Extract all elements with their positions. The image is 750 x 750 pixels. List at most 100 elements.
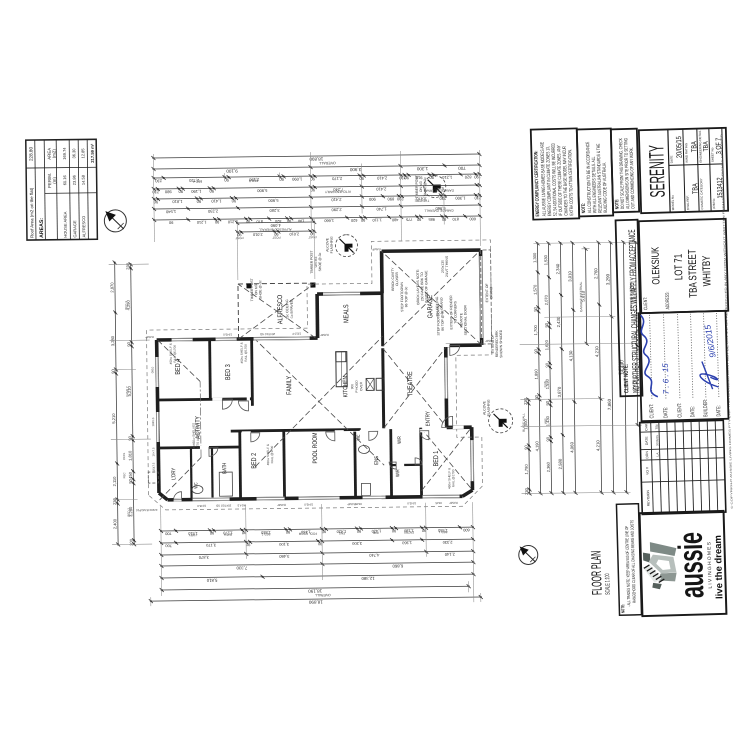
svg-text:36.30: 36.30: [71, 148, 76, 159]
svg-text:2,330: 2,330: [442, 540, 453, 545]
svg-text:90: 90: [545, 436, 550, 441]
svg-text:230: 230: [399, 175, 407, 180]
svg-text:4,740: 4,740: [368, 553, 379, 558]
svg-text:200: 200: [129, 538, 134, 546]
svg-text:POST: POST: [272, 235, 280, 239]
svg-text:5,810: 5,810: [433, 186, 444, 191]
svg-text:7,860: 7,860: [607, 398, 612, 410]
svg-text:1,740: 1,740: [376, 207, 387, 212]
svg-text:IF OUTSIDE OF THESE CLIMATE ZO: IF OUTSIDE OF THESE CLIMATE ZONES. ANY: [556, 145, 564, 216]
svg-text:NO FURTHER STRUCTURAL CHANGES: NO FURTHER STRUCTURAL CHANGES WILL APPLY…: [626, 229, 642, 393]
svg-text:HTS AS PER PTY: HTS AS PER PTY: [196, 423, 200, 448]
svg-text:EXTENT OF: EXTENT OF: [485, 283, 489, 302]
svg-text:0910: 0910: [150, 366, 154, 373]
svg-text:25c CEILING: 25c CEILING: [435, 296, 439, 316]
svg-text:CLOSER: CLOSER: [395, 272, 399, 287]
svg-text:GARAGE OVERALL: GARAGE OVERALL: [424, 208, 454, 212]
svg-text:217.59 m²: 217.59 m²: [90, 143, 95, 163]
svg-text:4,190: 4,190: [534, 441, 539, 452]
svg-text:90: 90: [404, 175, 409, 180]
svg-text:90: 90: [153, 199, 158, 204]
svg-text:ENERGY COMPLIANT IN CLIMATE ZO: ENERGY COMPLIANT IN CLIMATE ZONES 13,: [545, 146, 553, 216]
svg-text:90: 90: [127, 435, 132, 440]
svg-text:NOTE:: NOTE:: [621, 604, 626, 613]
svg-text:BED 4: BED 4: [193, 179, 202, 183]
svg-text:KITCHEN/FAMILY: KITCHEN/FAMILY: [324, 190, 351, 194]
svg-text:2,290: 2,290: [331, 207, 342, 212]
svg-text:5,960: 5,960: [631, 288, 636, 299]
svg-text:RAMP: RAMP: [372, 247, 380, 251]
svg-text:TIMBER POST: TIMBER POST: [415, 175, 419, 198]
svg-text:BUILDING CODE OF AUSTRALIA.: BUILDING CODE OF AUSTRALIA.: [601, 162, 608, 213]
svg-text:18,890: 18,890: [308, 599, 322, 604]
svg-text:ENS: ENS: [374, 455, 381, 465]
svg-text:1,790: 1,790: [524, 464, 529, 475]
svg-text:STEP FOOTDOWN: STEP FOOTDOWN: [436, 305, 440, 335]
svg-text:BED 4: BED 4: [174, 358, 182, 374]
svg-text:SERENITY: SERENITY: [644, 145, 669, 198]
svg-text:2,760: 2,760: [593, 268, 598, 279]
svg-text:ALFRESCO: ALFRESCO: [81, 216, 86, 238]
svg-text:5,210: 5,210: [127, 385, 132, 396]
svg-text:12,380: 12,380: [361, 576, 375, 581]
svg-text:2,410: 2,410: [375, 187, 386, 192]
svg-text:1,210: 1,210: [441, 175, 452, 180]
svg-text:RAIL @1700: RAIL @1700: [451, 469, 455, 487]
svg-text:SHOWN SHADED: SHOWN SHADED: [499, 329, 503, 358]
svg-text:870: 870: [256, 219, 262, 223]
svg-text:AREAS:: AREAS:: [39, 218, 45, 238]
svg-text:ALFRESCO: ALFRESCO: [277, 295, 285, 325]
svg-text:2,580: 2,580: [558, 458, 563, 469]
svg-text:90: 90: [209, 189, 214, 194]
svg-text:live the dream: live the dream: [713, 535, 726, 599]
svg-text:700: 700: [165, 543, 172, 548]
svg-text:FLASHING: FLASHING: [487, 399, 491, 416]
svg-text:980: 980: [164, 189, 172, 194]
svg-text:1,890: 1,890: [533, 369, 538, 380]
svg-text:ENGINEERING DETAIL: ENGINEERING DETAIL: [698, 130, 703, 163]
svg-text:OLEKSIUK: OLEKSIUK: [649, 247, 662, 285]
svg-text:W14.5: W14.5: [237, 503, 246, 507]
svg-text:169.74: 169.74: [62, 147, 67, 160]
svg-text:RAMP: RAMP: [347, 502, 355, 506]
svg-text:90: 90: [310, 188, 315, 193]
svg-text:90: 90: [357, 529, 361, 533]
svg-text:90: 90: [392, 529, 396, 533]
svg-text:BED 2: BED 2: [250, 452, 258, 468]
svg-text:4,130: 4,130: [568, 350, 573, 361]
svg-text:1845.0: 1845.0: [407, 501, 416, 505]
svg-text:90: 90: [178, 189, 183, 194]
svg-text:1513412: 1513412: [716, 177, 725, 199]
svg-text:SHOE @-3c: SHOE @-3c: [318, 252, 322, 271]
svg-text:1,460: 1,460: [301, 530, 311, 534]
svg-text:90: 90: [534, 394, 539, 399]
svg-text:1,660: 1,660: [324, 218, 334, 222]
svg-text:1845.0: 1845.0: [223, 333, 232, 337]
svg-text:3,010: 3,010: [567, 270, 572, 281]
svg-text:7 . 6 . 15: 7 . 6 . 15: [661, 363, 671, 395]
svg-text:450w SHELF &: 450w SHELF &: [240, 341, 244, 363]
svg-text:1845.0: 1845.0: [304, 503, 313, 507]
svg-text:90: 90: [169, 220, 173, 224]
svg-text:FAMILY: FAMILY: [285, 375, 293, 395]
svg-text:480: 480: [392, 218, 398, 222]
svg-text:2,190: 2,190: [248, 177, 259, 182]
svg-text:86 TOP @-3c: 86 TOP @-3c: [440, 310, 444, 331]
svg-text:90: 90: [533, 306, 538, 311]
svg-text:90: 90: [545, 400, 550, 405]
svg-text:TBA STREET: TBA STREET: [686, 249, 700, 298]
svg-text:600: 600: [469, 217, 475, 221]
svg-text:3,460: 3,460: [278, 554, 289, 559]
svg-text:Roof Area (m2 on the flat): Roof Area (m2 on the flat): [29, 187, 35, 238]
svg-text:POOL ROOM: POOL ROOM: [312, 432, 319, 463]
svg-text:STEP FOOTDOWN: STEP FOOTDOWN: [400, 281, 404, 311]
svg-text:PERIM.: PERIM.: [47, 173, 52, 188]
svg-text:CLIENT NOTE:: CLIENT NOTE:: [623, 363, 631, 393]
svg-text:KITCHEN: KITCHEN: [343, 376, 350, 397]
svg-text:DATE: DATE: [645, 436, 649, 446]
svg-text:(m2): (m2): [51, 149, 56, 159]
svg-text:620: 620: [351, 218, 357, 222]
svg-text:52, 54 ADDITIONAL COSTS WILL B: 52, 54 ADDITIONAL COSTS WILL BE INCURRED: [550, 143, 558, 216]
svg-text:5,810: 5,810: [581, 290, 586, 301]
svg-text:GARAGE: GARAGE: [72, 220, 77, 238]
